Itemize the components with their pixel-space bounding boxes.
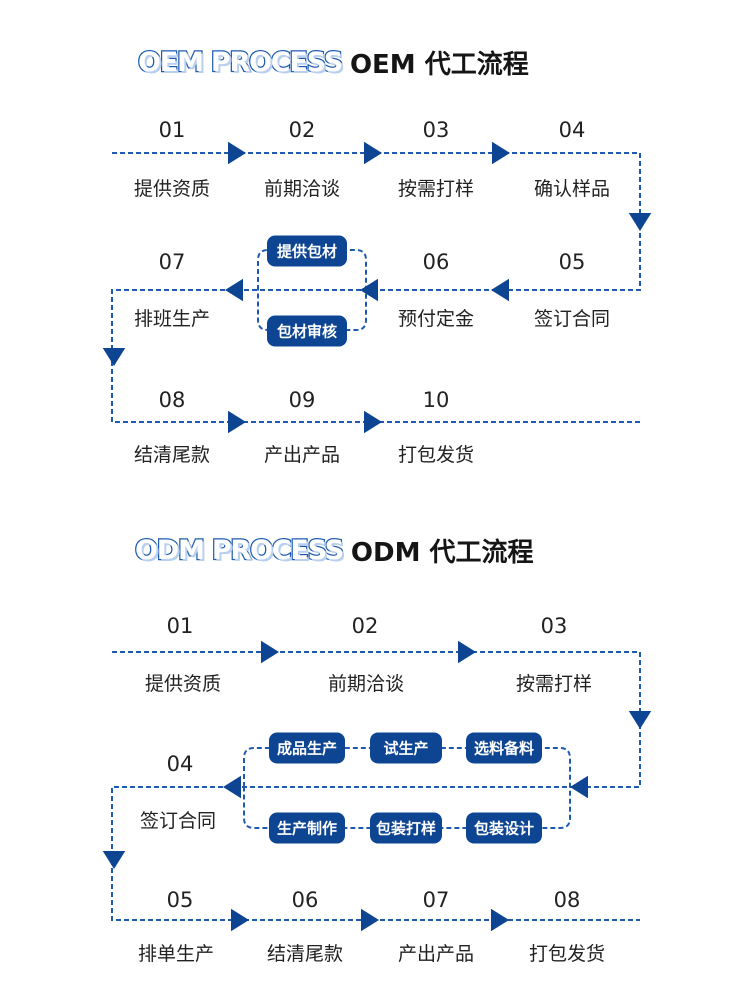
arrow-icon-19 <box>491 908 509 932</box>
oem-step-04-num: 04 <box>558 118 586 142</box>
arrow-icon-12 <box>458 640 476 664</box>
odm-step-05-label: 排单生产 <box>137 943 215 965</box>
odm-title-en: ODM PROCESS <box>134 533 346 567</box>
odm-step-03-label: 按需打样 <box>515 673 593 695</box>
arrow-icon-7 <box>225 278 243 302</box>
oem-step-08-label: 结清尾款 <box>133 444 211 466</box>
oem-pill-packaging-review: 包材审核 <box>267 315 347 347</box>
oem-step-03-num: 03 <box>422 118 450 142</box>
arrow-icon-9 <box>228 410 246 434</box>
arrow-icon-14 <box>570 775 588 799</box>
odm-title-cn: ODM 代工流程 <box>350 537 534 568</box>
oem-step-06-label: 预付定金 <box>397 308 475 330</box>
oem-step-08-num: 08 <box>158 388 186 412</box>
odm-pill-packaging-sample: 包装打样 <box>370 812 442 844</box>
oem-step-09-num: 09 <box>288 388 316 412</box>
odm-step-03-num: 03 <box>540 614 568 638</box>
arrow-icon-18 <box>361 908 379 932</box>
odm-step-06-label: 结清尾款 <box>266 943 344 965</box>
arrow-icon-6 <box>360 278 378 302</box>
odm-pill-material-prep: 选料备料 <box>466 732 542 764</box>
arrow-icon-4 <box>628 213 652 231</box>
odm-title: ODM PROCESS ODM 代工流程 <box>134 530 534 570</box>
odm-step-02-num: 02 <box>351 614 379 638</box>
odm-pill-trial-production: 试生产 <box>370 732 442 764</box>
oem-step-05-num: 05 <box>558 250 586 274</box>
arrow-icon-13 <box>628 711 652 729</box>
odm-step-08-label: 打包发货 <box>528 943 606 965</box>
oem-title-cn: OEM 代工流程 <box>349 49 529 80</box>
arrow-icon-8 <box>102 348 126 366</box>
oem-step-02-label: 前期洽谈 <box>263 178 341 200</box>
oem-step-02-num: 02 <box>288 118 316 142</box>
oem-title-en: OEM PROCESS <box>137 45 345 79</box>
oem-step-06-num: 06 <box>422 250 450 274</box>
arrow-icon-16 <box>102 851 126 869</box>
odm-step-07-label: 产出产品 <box>397 943 475 965</box>
oem-title: OEM PROCESS OEM 代工流程 <box>137 42 529 82</box>
odm-step-05-num: 05 <box>166 888 194 912</box>
oem-step-01-label: 提供资质 <box>133 178 211 200</box>
oem-step-10-num: 10 <box>422 388 450 412</box>
odm-pill-finished-production: 成品生产 <box>269 732 345 764</box>
odm-step-06-num: 06 <box>291 888 319 912</box>
odm-step-04-num: 04 <box>166 752 194 776</box>
oem-step-07-label: 排班生产 <box>133 308 211 330</box>
odm-step-08-num: 08 <box>553 888 581 912</box>
odm-step-02-label: 前期洽谈 <box>327 673 405 695</box>
arrow-icon-2 <box>364 141 382 165</box>
odm-step-04-label: 签订合同 <box>139 810 217 832</box>
oem-step-05-label: 签订合同 <box>533 308 611 330</box>
odm-step-01-label: 提供资质 <box>144 673 222 695</box>
oem-step-03-label: 按需打样 <box>397 178 475 200</box>
odm-main-line <box>111 651 641 921</box>
arrow-icon-3 <box>492 141 510 165</box>
arrow-icon-1 <box>228 141 246 165</box>
odm-pill-packaging-design: 包装设计 <box>466 812 542 844</box>
odm-step-07-num: 07 <box>422 888 450 912</box>
odm-pill-manufacturing: 生产制作 <box>269 812 345 844</box>
odm-step-01-num: 01 <box>166 614 194 638</box>
arrow-icon-11 <box>261 640 279 664</box>
odm-loop <box>243 747 571 829</box>
oem-step-09-label: 产出产品 <box>263 444 341 466</box>
arrow-icon-17 <box>231 908 249 932</box>
oem-step-04-label: 确认样品 <box>533 178 611 200</box>
arrow-icon-15 <box>223 775 241 799</box>
arrow-icon-10 <box>364 410 382 434</box>
oem-step-10-label: 打包发货 <box>397 444 475 466</box>
oem-step-01-num: 01 <box>158 118 186 142</box>
oem-pill-provide-packaging: 提供包材 <box>267 235 347 267</box>
arrow-icon-5 <box>491 278 509 302</box>
oem-step-07-num: 07 <box>158 250 186 274</box>
